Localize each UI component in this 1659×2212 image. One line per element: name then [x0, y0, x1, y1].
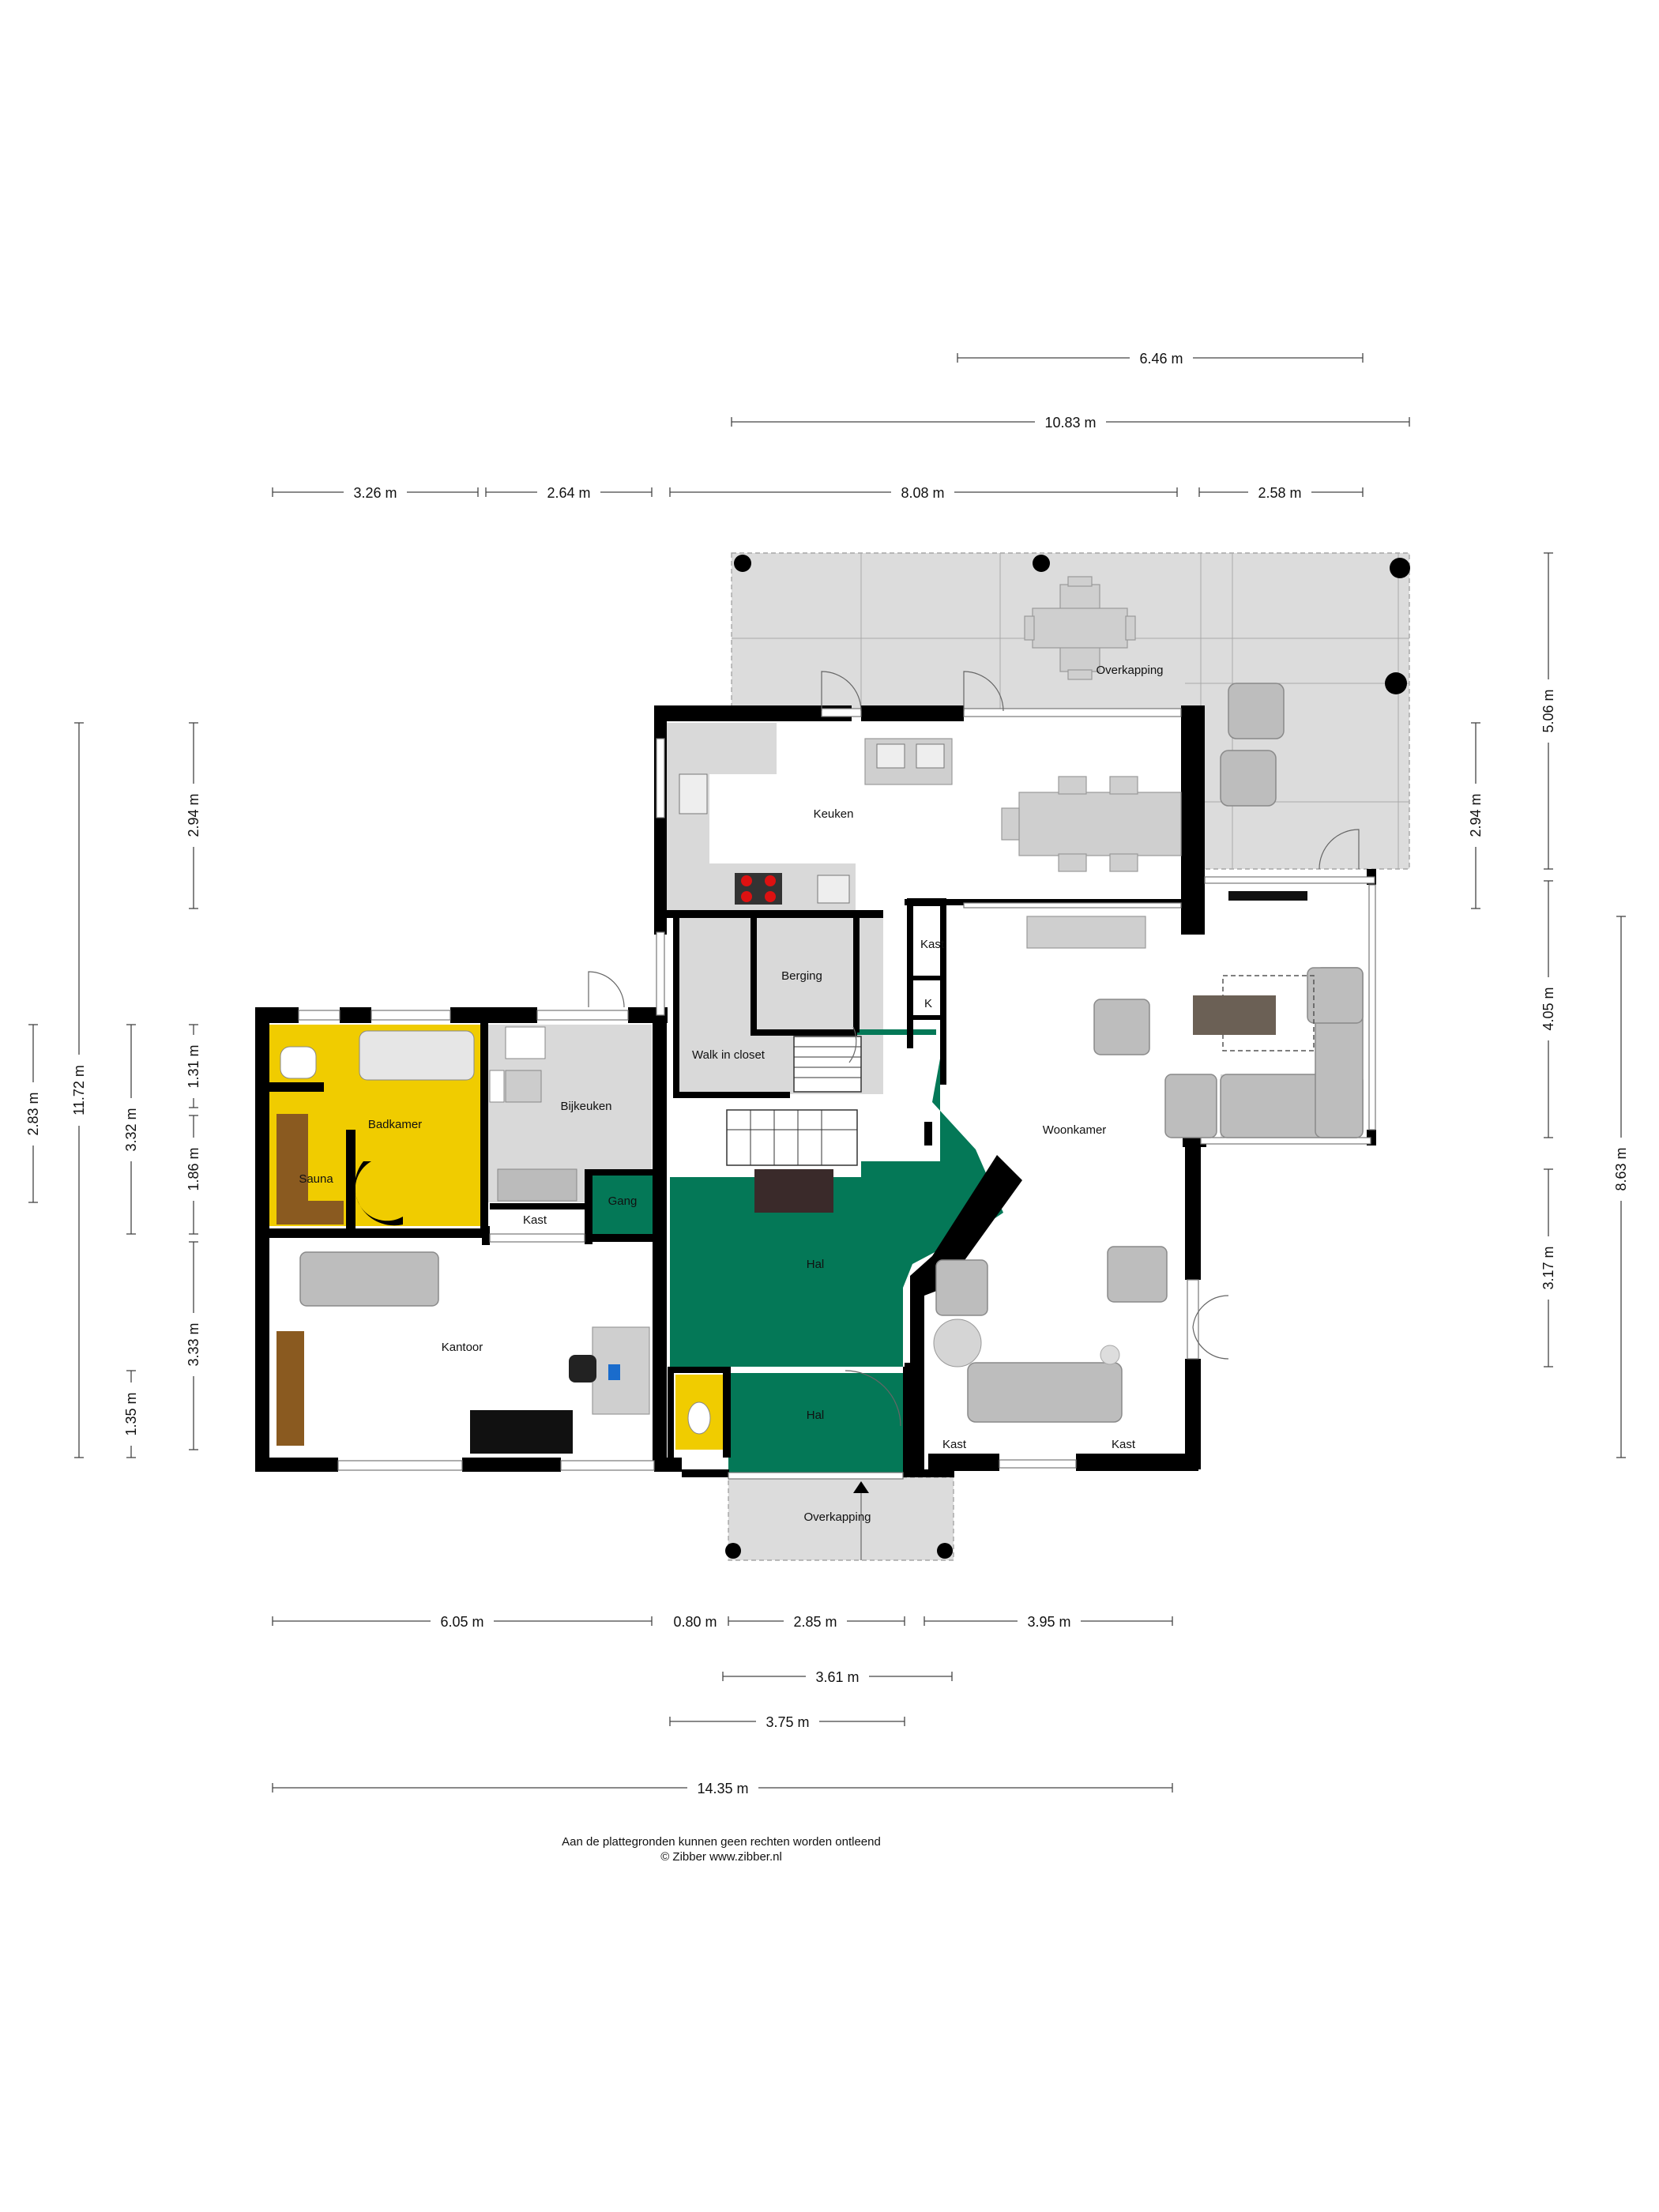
- room-label-berging: Berging: [781, 969, 822, 983]
- room-label-kantoor: Kantoor: [442, 1341, 483, 1354]
- windows: [298, 708, 1376, 1480]
- dimension-lines-left: 11.72 m 2.94 m 2.83 m 3.32 m 1.31 m 1.86…: [24, 722, 203, 1458]
- room-label-hal-main: Hal: [807, 1258, 825, 1271]
- dim-left-332: 3.32 m: [123, 1108, 139, 1151]
- dim-left-1172: 11.72 m: [71, 1065, 87, 1115]
- dim-bottom-375: 3.75 m: [766, 1714, 809, 1730]
- dim-right-405: 4.05 m: [1540, 987, 1556, 1030]
- dim-bottom-605: 6.05 m: [440, 1614, 483, 1630]
- room-label-kast-left: Kast: [942, 1438, 967, 1451]
- dim-top-326: 3.26 m: [353, 485, 397, 501]
- dim-top-808: 8.08 m: [901, 485, 944, 501]
- staircase: [726, 1036, 862, 1166]
- dim-left-186: 1.86 m: [186, 1147, 201, 1191]
- dimension-lines-bottom: 6.05 m 0.80 m 2.85 m 3.95 m 3.61 m 3.75 …: [272, 1612, 1173, 1797]
- footer-disclaimer: Aan de plattegronden kunnen geen rechten…: [562, 1835, 881, 1849]
- dim-left-294: 2.94 m: [186, 793, 201, 837]
- dim-top-258: 2.58 m: [1258, 485, 1301, 501]
- room-label-kast-right: Kast: [1112, 1438, 1136, 1451]
- room-label-woonkamer: Woonkamer: [1043, 1123, 1107, 1137]
- dim-left-135: 1.35 m: [123, 1392, 139, 1435]
- dim-top-646: 6.46 m: [1139, 351, 1183, 367]
- dim-bottom-080: 0.80 m: [673, 1614, 717, 1630]
- room-label-k-small: K: [924, 997, 932, 1010]
- room-label-keuken: Keuken: [814, 807, 854, 821]
- room-label-overkapping-top: Overkapping: [1096, 664, 1163, 677]
- dim-top-1083: 10.83 m: [1044, 415, 1096, 431]
- dim-right-506: 5.06 m: [1540, 689, 1556, 732]
- room-labels: Keuken Berging Kast K Walk in closet Bad…: [299, 807, 1136, 1524]
- dim-right-863: 8.63 m: [1613, 1147, 1629, 1191]
- room-label-bijkeuken: Bijkeuken: [560, 1100, 611, 1113]
- dim-left-283: 2.83 m: [25, 1092, 41, 1135]
- room-label-badkamer: Badkamer: [368, 1118, 422, 1131]
- dim-bottom-1435: 14.35 m: [697, 1781, 748, 1796]
- dim-left-131: 1.31 m: [186, 1044, 201, 1088]
- room-label-gang: Gang: [608, 1194, 638, 1208]
- footer-copyright: © Zibber www.zibber.nl: [660, 1850, 782, 1864]
- room-label-kast-small: Kast: [920, 938, 945, 951]
- room-label-hal-lower: Hal: [807, 1409, 825, 1422]
- dim-left-333: 3.33 m: [186, 1322, 201, 1366]
- dimension-lines-right: 5.06 m 2.94 m 4.05 m 8.63 m 3.17 m: [1466, 552, 1631, 1458]
- doors: [588, 671, 1360, 1560]
- room-label-overkapping-bottom: Overkapping: [803, 1510, 871, 1524]
- dim-right-294: 2.94 m: [1468, 793, 1484, 837]
- dim-bottom-285: 2.85 m: [793, 1614, 837, 1630]
- dim-bottom-361: 3.61 m: [815, 1669, 859, 1685]
- room-label-sauna: Sauna: [299, 1172, 333, 1186]
- walls: [255, 705, 1376, 1477]
- footer: Aan de plattegronden kunnen geen rechten…: [562, 1835, 881, 1864]
- dim-bottom-395: 3.95 m: [1027, 1614, 1070, 1630]
- furniture: [276, 738, 1364, 1454]
- room-label-kast-mid: Kast: [523, 1213, 547, 1227]
- room-label-walk-in-closet: Walk in closet: [692, 1048, 766, 1062]
- dim-top-264: 2.64 m: [547, 485, 590, 501]
- dimension-lines-top: 6.46 m 10.83 m 3.26 m 2.64 m 8.08 m 2.58…: [272, 348, 1410, 502]
- dim-right-317: 3.17 m: [1540, 1246, 1556, 1289]
